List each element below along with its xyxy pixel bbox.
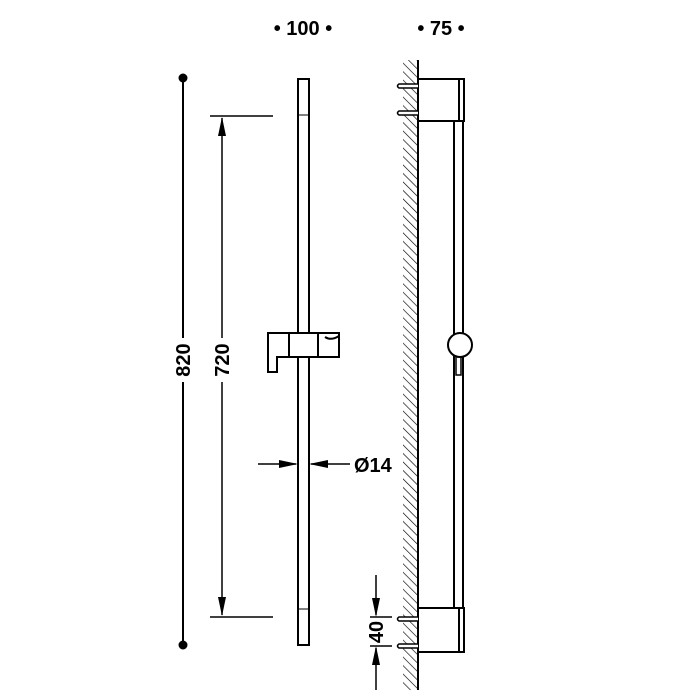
rod-diameter-dimension	[258, 460, 350, 468]
bracket-spacing-label: 720	[212, 343, 234, 376]
side-view	[396, 60, 473, 690]
bracket-height-dimension	[370, 575, 392, 690]
total-height-label: 820	[173, 343, 195, 376]
wall-hatch	[403, 60, 418, 690]
rod-diameter-label: Ø14	[354, 455, 393, 477]
bracket-height-label: 40	[366, 621, 388, 643]
depth-label: • 75 •	[417, 18, 464, 40]
width-label: • 100 •	[274, 18, 333, 40]
front-view	[267, 78, 340, 646]
